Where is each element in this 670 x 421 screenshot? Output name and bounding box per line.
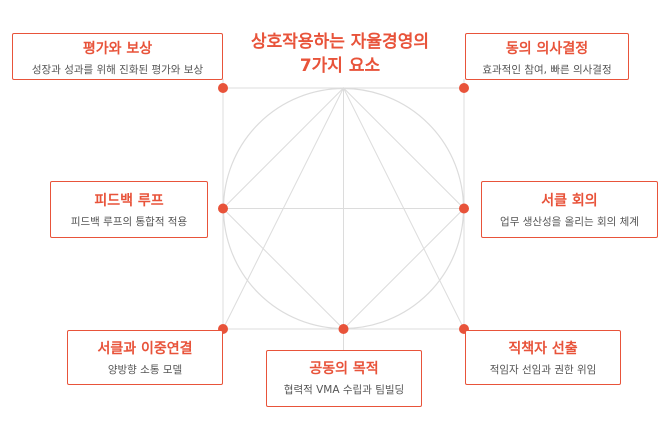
- element-box-role-election: 직책자 선출 적임자 선임과 권한 위임: [465, 330, 621, 385]
- element-label: 동의 의사결정: [505, 41, 589, 57]
- element-desc: 양방향 소통 모델: [107, 364, 183, 376]
- title-line-2: 7가지 요소: [299, 56, 381, 76]
- node-feedback: [218, 203, 228, 214]
- element-box-circle-meeting: 서클 회의 업무 생산성을 올리는 회의 체계: [481, 181, 658, 238]
- element-box-feedback: 피드백 루프 피드백 루프의 통합적 적용: [50, 181, 208, 238]
- title-line-1: 상호작용하는 자율경영의: [251, 32, 429, 52]
- element-label: 서클과 이중연결: [97, 341, 193, 357]
- element-label: 평가와 보상: [82, 41, 153, 57]
- element-label: 피드백 루프: [94, 193, 164, 209]
- element-desc: 피드백 루프의 통합적 적용: [70, 216, 188, 228]
- node-circle-meeting: [459, 203, 469, 214]
- node-purpose: [338, 324, 349, 334]
- element-box-reward: 평가와 보상 성장과 성과를 위해 진화된 평가와 보상: [12, 33, 223, 80]
- element-label: 서클 회의: [541, 193, 598, 209]
- element-label: 직책자 선출: [508, 341, 578, 357]
- node-decision: [459, 83, 469, 93]
- element-desc: 협력적 VMA 수립과 팀빌딩: [283, 384, 405, 396]
- element-desc: 효과적인 참여, 빠른 의사결정: [482, 64, 612, 76]
- element-box-decision: 동의 의사결정 효과적인 참여, 빠른 의사결정: [465, 33, 629, 80]
- diagram-title: 상호작용하는 자율경영의 7가지 요소: [228, 30, 452, 78]
- element-label: 공동의 목적: [309, 361, 379, 377]
- element-desc: 업무 생산성을 올리는 회의 체계: [500, 216, 639, 228]
- element-desc: 성장과 성과를 위해 진화된 평가와 보상: [31, 64, 204, 76]
- element-box-double-link: 서클과 이중연결 양방향 소통 모델: [67, 330, 223, 385]
- element-desc: 적임자 선임과 권한 위임: [489, 364, 597, 376]
- element-box-purpose: 공동의 목적 협력적 VMA 수립과 팀빌딩: [266, 350, 422, 407]
- node-reward: [218, 83, 228, 93]
